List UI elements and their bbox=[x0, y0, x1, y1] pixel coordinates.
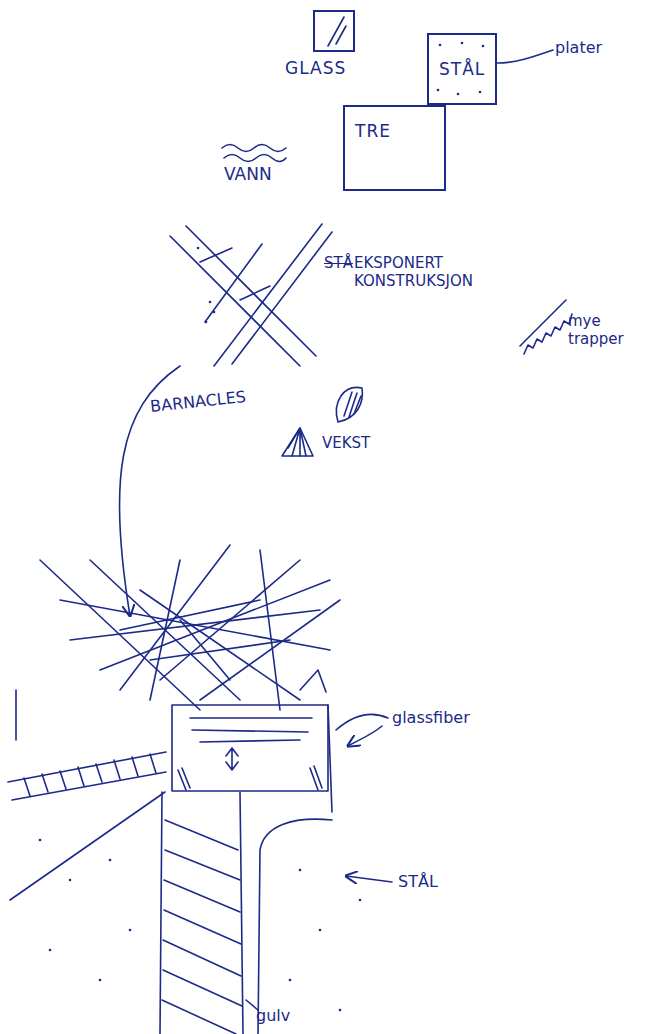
floor-dot bbox=[299, 869, 302, 872]
rivet-dot bbox=[213, 311, 216, 314]
material-box: STÅL bbox=[427, 33, 497, 105]
scribble-beam bbox=[100, 580, 330, 670]
rivet-dot bbox=[205, 321, 208, 324]
barnacle-shell bbox=[336, 387, 362, 422]
leader-arrow bbox=[348, 726, 382, 746]
floor-dot bbox=[319, 929, 322, 932]
plinth-hatch bbox=[178, 766, 322, 790]
construction-beam bbox=[200, 248, 270, 300]
sketch-note: STÅL bbox=[398, 872, 438, 891]
water-wave bbox=[224, 155, 286, 162]
floor-dot bbox=[49, 949, 52, 952]
rivet-dot bbox=[209, 301, 212, 304]
floor-dot bbox=[39, 839, 42, 842]
floor-edge bbox=[10, 792, 165, 900]
construction-beam bbox=[232, 232, 332, 364]
hatched-bar bbox=[24, 754, 156, 796]
floor-dot bbox=[339, 1009, 342, 1012]
floor-curve bbox=[258, 819, 332, 1034]
sketch-note: plater bbox=[555, 38, 602, 57]
sketch-note: BARNACLES bbox=[149, 387, 246, 416]
scribble-beam bbox=[40, 560, 200, 710]
construction-beam bbox=[186, 226, 316, 356]
floor-dot bbox=[359, 899, 362, 902]
sketch-note: mye trapper bbox=[568, 312, 638, 348]
plate-dot bbox=[461, 42, 464, 45]
plinth-arrow bbox=[226, 748, 238, 770]
scribble-beam bbox=[300, 670, 326, 692]
sketch-note: VANN bbox=[224, 164, 272, 184]
material-box: GLASS bbox=[313, 10, 355, 52]
scribble-beam bbox=[120, 600, 290, 680]
material-name: TRE bbox=[355, 121, 391, 141]
edge-line bbox=[15, 690, 17, 740]
water-wave bbox=[222, 145, 286, 152]
sketch-note: glassfiber bbox=[392, 708, 470, 727]
sketch-note: gulv bbox=[256, 1006, 290, 1025]
sketch-note: EKSPONERT KONSTRUKSJON bbox=[354, 254, 464, 290]
material-box: TRE bbox=[343, 105, 446, 191]
scribble-beam bbox=[260, 550, 280, 710]
rivet-dot bbox=[197, 247, 200, 250]
barnacle-shell bbox=[344, 392, 361, 417]
hatched-bar bbox=[8, 752, 166, 800]
plate-dot bbox=[437, 89, 440, 92]
floor-dot bbox=[99, 979, 102, 982]
floor-dot bbox=[289, 979, 292, 982]
leader-arrow bbox=[346, 876, 392, 882]
scribble-beam bbox=[60, 600, 330, 650]
plate-dot bbox=[482, 45, 485, 48]
glass-mark bbox=[328, 17, 346, 46]
material-name: GLASS bbox=[285, 58, 346, 78]
sketch-note: VEKST bbox=[322, 434, 370, 452]
plate-dot bbox=[439, 44, 442, 47]
stair-steps bbox=[524, 314, 572, 354]
sketch-note: STÅ bbox=[324, 254, 353, 272]
column-edge bbox=[160, 792, 243, 1034]
plinth-box bbox=[172, 705, 328, 791]
floor-dot bbox=[109, 859, 112, 862]
plinth-hatch bbox=[190, 718, 312, 742]
wall-edge bbox=[328, 705, 332, 812]
floor-dot bbox=[69, 879, 72, 882]
column-hatch bbox=[162, 820, 242, 1034]
floor-dot bbox=[129, 929, 132, 932]
leader-line bbox=[497, 50, 553, 63]
plate-dot bbox=[479, 91, 482, 94]
plate-dot bbox=[457, 93, 460, 96]
growth-symbol bbox=[282, 428, 313, 456]
material-name: STÅL bbox=[439, 59, 485, 79]
construction-beam bbox=[214, 224, 322, 366]
growth-symbol bbox=[288, 428, 306, 456]
